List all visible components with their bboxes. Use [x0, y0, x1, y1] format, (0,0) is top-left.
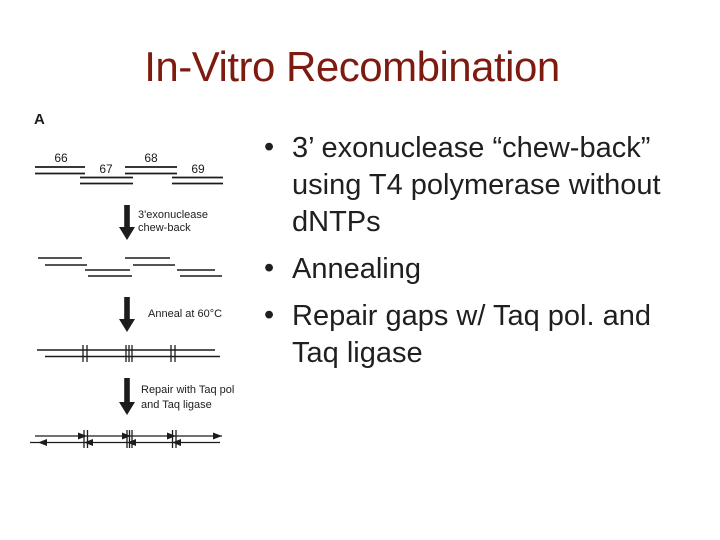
down-arrow-icon [119, 297, 135, 332]
in-vitro-recombination-diagram: A 66 67 68 69 3'exonuclease chew-back [30, 111, 234, 448]
fragment-label: 68 [144, 151, 158, 165]
strand-arrowhead-left [38, 439, 47, 446]
bullet-text-line: using T4 polymerase without [292, 169, 661, 201]
initial-fragments: 66 67 68 69 [35, 151, 223, 185]
step-chew-back: 3'exonuclease chew-back [119, 205, 208, 240]
panel-label: A [34, 111, 45, 128]
bullet-marker-icon: • [264, 131, 275, 163]
chewed-fragments [38, 257, 222, 277]
bullet-text-line: Taq ligase [292, 337, 423, 369]
strand-arrowhead-right [167, 432, 176, 440]
strand-arrowhead-right [213, 432, 222, 440]
fragment-label: 69 [191, 162, 205, 176]
down-arrow-icon [119, 378, 135, 415]
slide-title: In-Vitro Recombination [144, 43, 560, 90]
bullet-item: • 3’ exonuclease “chew-back” using T4 po… [262, 130, 682, 241]
step-label: Repair with Taq pol [141, 384, 234, 396]
fragment-label: 66 [54, 151, 68, 165]
bullet-text-line: dNTPs [292, 206, 381, 238]
bullet-list: • 3’ exonuclease “chew-back” using T4 po… [262, 130, 682, 382]
bullet-marker-icon: • [264, 299, 275, 331]
step-repair: Repair with Taq pol and Taq ligase [119, 378, 234, 415]
annealed-duplex [37, 345, 220, 362]
step-label: chew-back [138, 222, 191, 234]
bullet-item: • Annealing [262, 251, 682, 288]
bullet-text-line: 3’ exonuclease “chew-back” [292, 132, 651, 164]
step-label: Anneal at 60°C [148, 308, 222, 320]
fragment-label: 67 [99, 162, 113, 176]
bullet-text-line: Repair gaps w/ Taq pol. and [292, 300, 651, 332]
bullet-text-line: Annealing [292, 253, 421, 285]
bullet-item: • Repair gaps w/ Taq pol. and Taq ligase [262, 298, 682, 372]
step-label: and Taq ligase [141, 399, 212, 411]
down-arrow-icon [119, 205, 135, 240]
repaired-product [30, 430, 222, 448]
strand-arrowhead-right [78, 432, 87, 440]
strand-arrowhead-left [84, 439, 93, 446]
step-anneal: Anneal at 60°C [119, 297, 222, 332]
bullet-marker-icon: • [264, 252, 275, 284]
step-label: 3'exonuclease [138, 209, 208, 221]
